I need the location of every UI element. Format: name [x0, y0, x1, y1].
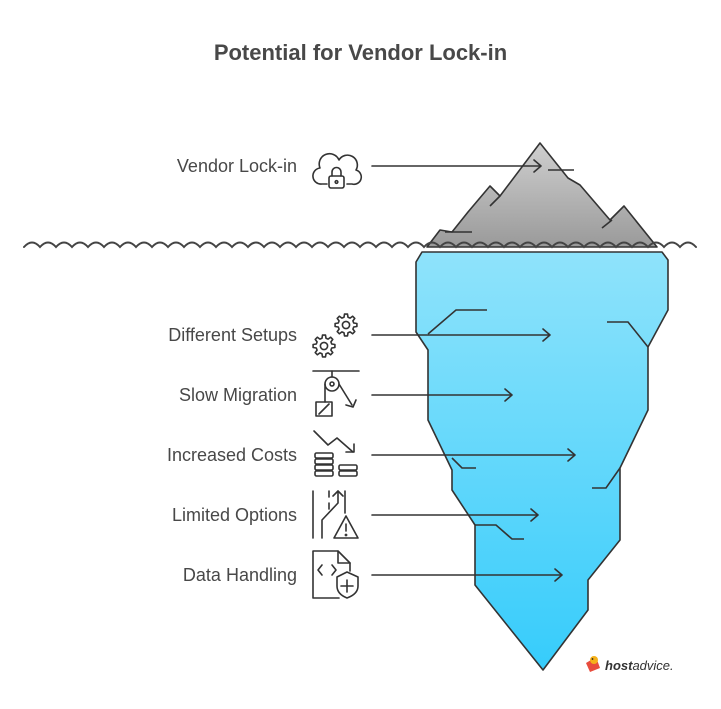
gears-icon	[312, 313, 358, 358]
brand-rest: advice.	[632, 657, 674, 673]
diverging-path-warning-icon	[312, 490, 359, 539]
arrow-vendor-lock-in	[371, 159, 542, 173]
pulley-weight-icon	[312, 370, 360, 417]
brand-credit: hostadvice.	[583, 654, 674, 676]
hostadvice-logo-icon	[586, 656, 600, 672]
arrow-slow-migration	[371, 388, 513, 402]
arrow-limited-options	[371, 508, 539, 522]
label-different-setups: Different Setups	[168, 325, 297, 345]
arrow-increased-costs	[371, 448, 576, 462]
label-limited-options: Limited Options	[171, 505, 297, 525]
label-slow-migration: Slow Migration	[178, 385, 297, 405]
diagram-title: Potential for Vendor Lock-in	[213, 40, 508, 65]
arrow-group	[371, 159, 576, 582]
label-vendor-lock-in: Vendor Lock-in	[176, 156, 297, 176]
iceberg-body	[415, 251, 669, 671]
label-data-handling: Data Handling	[182, 565, 297, 585]
code-file-shield-icon	[312, 550, 359, 599]
iceberg-tip-ridges	[445, 169, 613, 233]
brand-bold: host	[605, 657, 633, 673]
brand-wordmark: hostadvice.	[605, 658, 674, 673]
water-surface	[23, 241, 697, 249]
cloud-lock-icon	[312, 152, 363, 189]
iceberg-body-cracks	[427, 309, 649, 540]
falling-coins-icon	[313, 430, 358, 477]
arrow-different-setups	[371, 328, 551, 342]
label-increased-costs: Increased Costs	[166, 445, 297, 465]
arrow-data-handling	[371, 568, 563, 582]
